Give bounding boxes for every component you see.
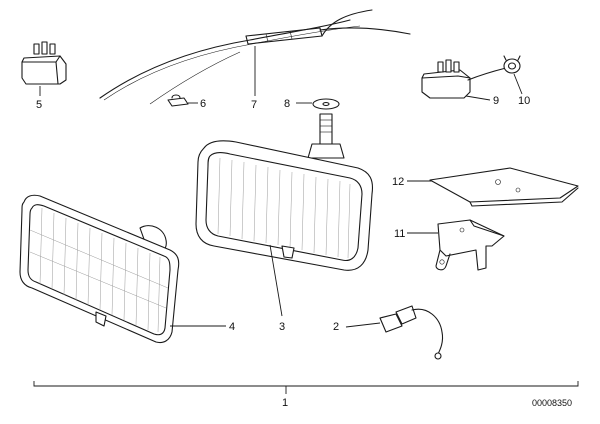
callout-3: 3	[279, 321, 285, 333]
callout-11: 11	[394, 228, 405, 240]
part-8-washer	[296, 98, 340, 110]
catalog-number: 00008350	[532, 398, 572, 408]
callout-2: 2	[333, 321, 339, 333]
callout-1: 1	[282, 397, 288, 409]
part-3-fog-light-housing	[195, 113, 374, 317]
callout-8: 8	[284, 98, 290, 110]
part-9-connector	[421, 59, 507, 101]
part-5-relay	[21, 41, 67, 96]
lens-ribs-left	[29, 207, 169, 333]
callout-5: 5	[36, 99, 42, 111]
callout-4: 4	[229, 321, 235, 333]
callout-12: 12	[392, 176, 404, 188]
part-6-clip	[167, 94, 198, 107]
callout-6: 6	[200, 98, 206, 110]
lens-ribs-right	[217, 157, 351, 259]
callout-9: 9	[493, 95, 499, 107]
callout-7: 7	[251, 99, 257, 111]
callout-10: 10	[518, 95, 530, 107]
part-7-wiring-harness	[99, 9, 411, 105]
part-12-mounting-plate	[407, 167, 579, 207]
part-1-assembly-bracket	[33, 381, 579, 394]
part-11-bracket	[407, 219, 505, 271]
part-2-bulb-socket	[345, 305, 444, 360]
part-10-grommet	[503, 55, 523, 95]
part-4-fog-light-lens	[19, 194, 226, 344]
